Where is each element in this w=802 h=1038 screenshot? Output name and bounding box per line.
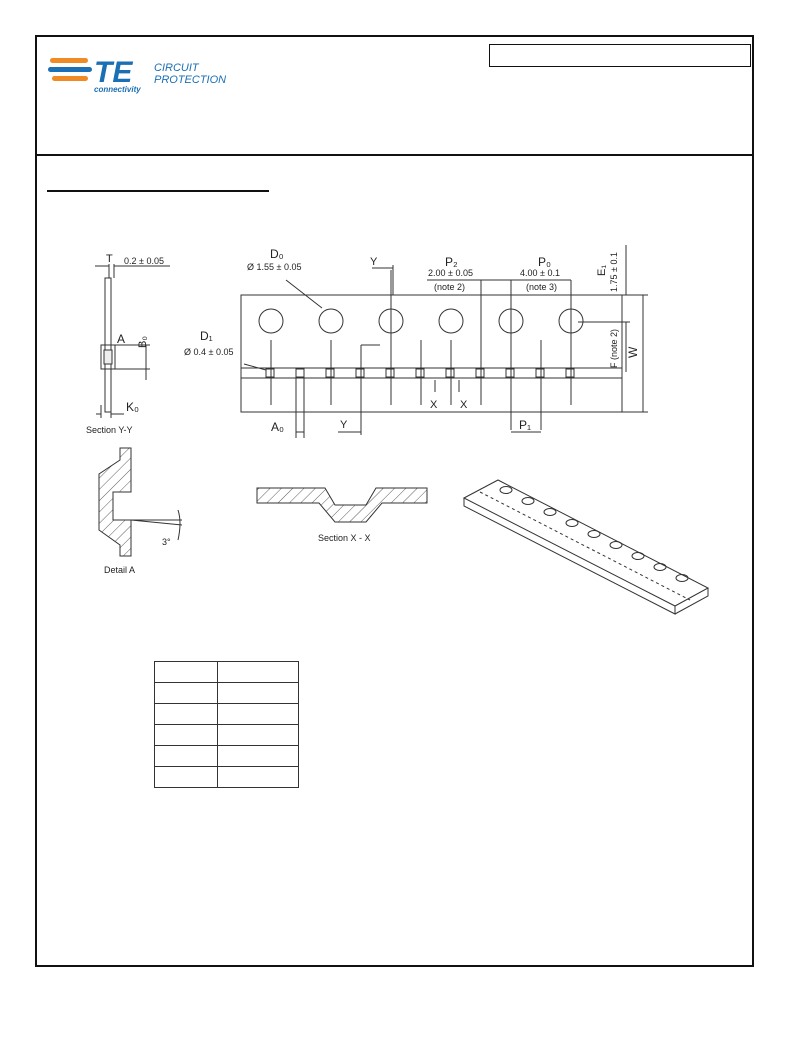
label-P0-note: (note 3) (526, 282, 557, 292)
label-D0: D₀ (270, 247, 284, 261)
label-section-yy: Section Y-Y (86, 425, 133, 435)
isometric-tape-view (462, 479, 710, 615)
label-P0: P₀ (538, 255, 551, 269)
logo-line1: CIRCUIT (154, 62, 200, 74)
label-thickness: 0.2 ± 0.05 (124, 256, 164, 266)
label-P1: P₁ (519, 418, 531, 432)
logo-mark: TE (94, 56, 133, 89)
header-divider (35, 154, 754, 156)
document-number-box (489, 44, 751, 67)
table-row (154, 745, 299, 767)
section-xx-view (256, 487, 428, 523)
table-row (154, 703, 299, 725)
label-D0-value: Ø 1.55 ± 0.05 (247, 262, 301, 272)
label-P0-value: 4.00 ± 0.1 (520, 268, 560, 278)
logo-stripe-orange (50, 58, 88, 63)
label-Y-bottom: Y (340, 419, 348, 431)
label-B0: B₀ (137, 336, 149, 348)
label-T: T (106, 253, 113, 265)
table-row (154, 661, 299, 683)
tape-strip (240, 245, 648, 438)
logo-stripe-orange-2 (52, 76, 88, 81)
label-D1-value: Ø 0.4 ± 0.05 (184, 347, 233, 357)
label-P2: P₂ (445, 255, 458, 269)
label-E1: E₁ (596, 265, 608, 276)
logo-sub: connectivity (94, 85, 141, 94)
label-D1: D₁ (200, 329, 213, 343)
label-F-note: F (note 2) (609, 329, 619, 368)
label-X-left: X (430, 399, 438, 411)
section-title-underline (47, 190, 269, 192)
label-E1-value: 1.75 ± 0.1 (609, 252, 619, 292)
table-row (154, 766, 299, 788)
label-X-right: X (460, 399, 468, 411)
logo-line2: PROTECTION (154, 74, 226, 86)
table-row (154, 682, 299, 704)
label-A0: A₀ (271, 420, 284, 434)
label-section-xx: Section X - X (318, 533, 371, 543)
label-W: W (626, 346, 640, 358)
page-frame (35, 35, 754, 967)
label-angle: 3° (162, 537, 171, 547)
logo-stripe-blue (48, 67, 92, 72)
label-P2-value: 2.00 ± 0.05 (428, 268, 473, 278)
te-logo: TE connectivity CIRCUIT PROTECTION (48, 52, 248, 94)
detail-a-view (98, 447, 183, 557)
section-yy-view (95, 264, 170, 418)
label-Y-top: Y (370, 256, 378, 268)
table-row (154, 724, 299, 746)
label-detail-a: Detail A (104, 565, 135, 575)
label-K0: K₀ (126, 400, 139, 414)
label-P2-note: (note 2) (434, 282, 465, 292)
dimension-table (154, 661, 299, 788)
label-A: A (117, 332, 125, 346)
